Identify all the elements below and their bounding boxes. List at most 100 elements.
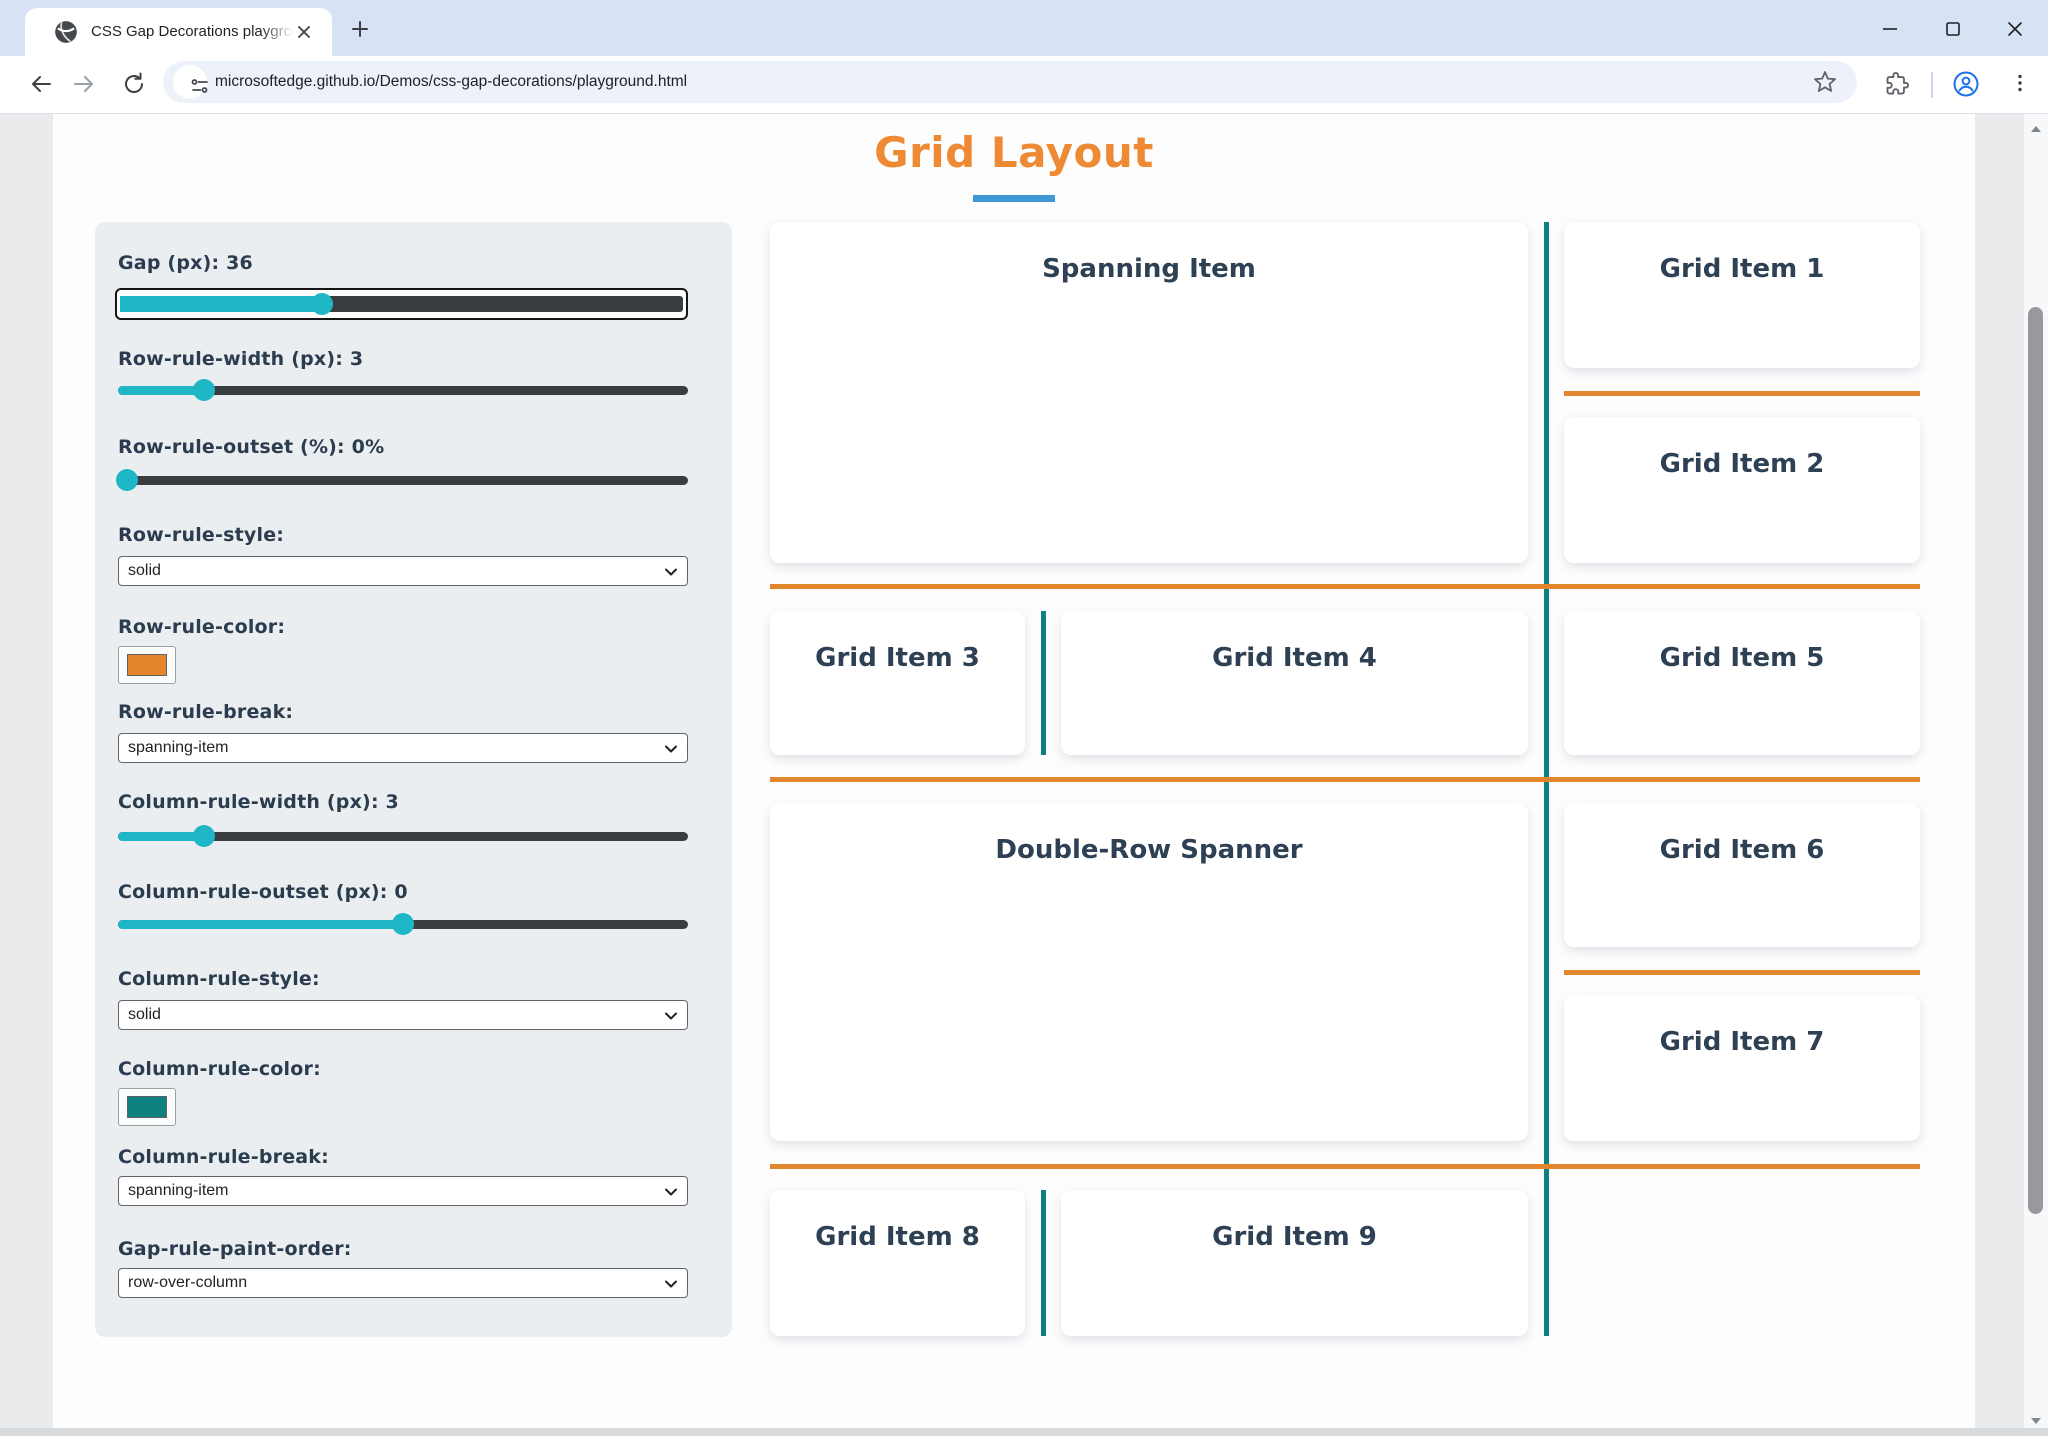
row-rule-color-label: Row-rule-color: xyxy=(118,616,286,638)
row-rule-width-slider[interactable] xyxy=(118,378,688,402)
extensions-icon[interactable] xyxy=(1885,71,1910,96)
gap-rule-paint-order-label: Gap-rule-paint-order: xyxy=(118,1238,352,1260)
column-rule-outset-thumb[interactable] xyxy=(392,913,414,935)
row-rule-width-fill xyxy=(118,386,204,395)
row-rule-outset-label: Row-rule-outset (%): 0% xyxy=(118,436,385,458)
refresh-icon[interactable] xyxy=(119,69,149,99)
column-rule-color-label: Column-rule-color: xyxy=(118,1058,321,1080)
title-underline xyxy=(973,195,1055,202)
address-bar[interactable]: microsoftedge.github.io/Demos/css-gap-de… xyxy=(163,61,1857,103)
tab-title-fade xyxy=(261,14,293,52)
profile-icon[interactable] xyxy=(1952,70,1980,98)
scroll-up-icon[interactable] xyxy=(2029,122,2043,136)
scroll-down-icon[interactable] xyxy=(2029,1414,2043,1428)
column-rule-outset-slider[interactable] xyxy=(118,912,688,936)
browser-toolbar: microsoftedge.github.io/Demos/css-gap-de… xyxy=(0,56,2048,114)
grid-item-label: Spanning Item xyxy=(1042,254,1256,284)
grid-item-5: Grid Item 5 xyxy=(1564,611,1920,755)
column-rule-style-label: Column-rule-style: xyxy=(118,968,320,990)
grid-item-double-row-spanner: Double-Row Spanner xyxy=(770,803,1528,1141)
gap-slider[interactable] xyxy=(115,288,688,320)
vertical-scrollbar[interactable] xyxy=(2024,114,2048,1436)
chevron-down-icon xyxy=(665,1012,677,1020)
grid-item-label: Grid Item 9 xyxy=(1212,1222,1377,1252)
gap-slider-label: Gap (px): 36 xyxy=(118,252,253,274)
row-rule-color-swatch xyxy=(127,654,167,676)
grid-item-6: Grid Item 6 xyxy=(1564,803,1920,947)
row-rule-outset-track[interactable] xyxy=(118,476,688,485)
row-rule-width-label: Row-rule-width (px): 3 xyxy=(118,348,364,370)
row-rule-segment xyxy=(770,777,1920,782)
back-icon[interactable] xyxy=(26,69,56,99)
grid-item-9: Grid Item 9 xyxy=(1061,1190,1528,1336)
grid-item-spanning: Spanning Item xyxy=(770,222,1528,563)
column-rule-style-value: solid xyxy=(128,1006,161,1023)
scrollbar-thumb[interactable] xyxy=(2028,307,2043,1214)
row-rule-outset-slider[interactable] xyxy=(115,468,688,492)
column-rule-break-select[interactable]: spanning-item xyxy=(118,1176,688,1206)
new-tab-button[interactable] xyxy=(348,17,372,41)
tune-icon xyxy=(191,79,208,93)
site-info-button[interactable] xyxy=(173,65,208,99)
column-rule-outset-fill xyxy=(118,920,403,929)
grid-item-7: Grid Item 7 xyxy=(1564,995,1920,1141)
row-rule-style-select[interactable]: solid xyxy=(118,556,688,586)
column-rule-break-value: spanning-item xyxy=(128,1182,229,1199)
grid-item-4: Grid Item 4 xyxy=(1061,611,1528,755)
page-title: Grid Layout xyxy=(874,128,1154,177)
gap-rule-paint-order-value: row-over-column xyxy=(128,1274,248,1291)
row-rule-break-label: Row-rule-break: xyxy=(118,701,294,723)
gap-rule-paint-order-select[interactable]: row-over-column xyxy=(118,1268,688,1298)
column-rule-width-slider[interactable] xyxy=(118,824,688,848)
window-maximize-button[interactable] xyxy=(1940,16,1966,42)
column-rule-break-label: Column-rule-break: xyxy=(118,1146,329,1168)
row-rule-break-value: spanning-item xyxy=(128,739,229,756)
column-rule-width-track[interactable] xyxy=(118,832,688,841)
column-rule-style-select[interactable]: solid xyxy=(118,1000,688,1030)
kebab-menu-icon[interactable] xyxy=(2008,71,2032,95)
chevron-down-icon xyxy=(665,1280,677,1288)
toolbar-divider xyxy=(1931,72,1933,98)
window-bottom-edge xyxy=(0,1428,2048,1436)
row-rule-outset-thumb[interactable] xyxy=(115,469,138,491)
tab-close-icon[interactable] xyxy=(295,23,313,41)
grid-item-label: Grid Item 7 xyxy=(1659,1027,1825,1057)
column-rule-segment xyxy=(1041,1190,1046,1336)
globe-favicon-icon xyxy=(55,21,77,43)
row-rule-style-label: Row-rule-style: xyxy=(118,524,285,546)
grid-item-label: Grid Item 8 xyxy=(815,1222,980,1252)
gap-slider-thumb[interactable] xyxy=(310,293,333,315)
window-close-button[interactable] xyxy=(2002,16,2028,42)
url-text[interactable]: microsoftedge.github.io/Demos/css-gap-de… xyxy=(215,73,688,90)
window-minimize-button[interactable] xyxy=(1877,16,1903,42)
tab-strip: CSS Gap Decorations playground xyxy=(0,0,2048,56)
bookmark-star-icon[interactable] xyxy=(1813,70,1837,94)
page-viewport: Grid Layout Gap (px): 36 Row-rule-width … xyxy=(0,114,2048,1436)
forward-icon[interactable] xyxy=(69,69,99,99)
row-rule-style-value: solid xyxy=(128,562,161,579)
row-rule-color-picker[interactable] xyxy=(118,646,176,684)
grid-item-label: Grid Item 2 xyxy=(1659,449,1825,479)
grid-item-label: Grid Item 6 xyxy=(1659,835,1825,865)
tab-css-gap-decorations[interactable]: CSS Gap Decorations playground xyxy=(25,8,332,56)
column-rule-width-thumb[interactable] xyxy=(192,825,215,847)
column-rule-segment xyxy=(1041,611,1046,755)
tab-title: CSS Gap Decorations playground xyxy=(91,23,291,40)
column-rule-color-picker[interactable] xyxy=(118,1088,176,1126)
main-content: Grid Layout Gap (px): 36 Row-rule-width … xyxy=(53,114,1975,1436)
gap-slider-fill xyxy=(120,296,325,312)
column-rule-color-swatch xyxy=(127,1096,167,1118)
chevron-down-icon xyxy=(665,745,677,753)
grid-item-1: Grid Item 1 xyxy=(1564,222,1920,368)
chevron-down-icon xyxy=(665,1188,677,1196)
row-rule-break-select[interactable]: spanning-item xyxy=(118,733,688,763)
column-rule-outset-label: Column-rule-outset (px): 0 xyxy=(118,881,408,903)
row-rule-width-track[interactable] xyxy=(118,386,688,395)
controls-panel: Gap (px): 36 Row-rule-width (px): 3 Row-… xyxy=(95,222,732,1337)
grid-item-label: Grid Item 1 xyxy=(1659,254,1825,284)
row-rule-width-thumb[interactable] xyxy=(192,379,215,401)
grid-item-label: Grid Item 4 xyxy=(1212,643,1377,673)
grid-item-3: Grid Item 3 xyxy=(770,611,1025,755)
row-rule-segment xyxy=(770,1164,1920,1169)
